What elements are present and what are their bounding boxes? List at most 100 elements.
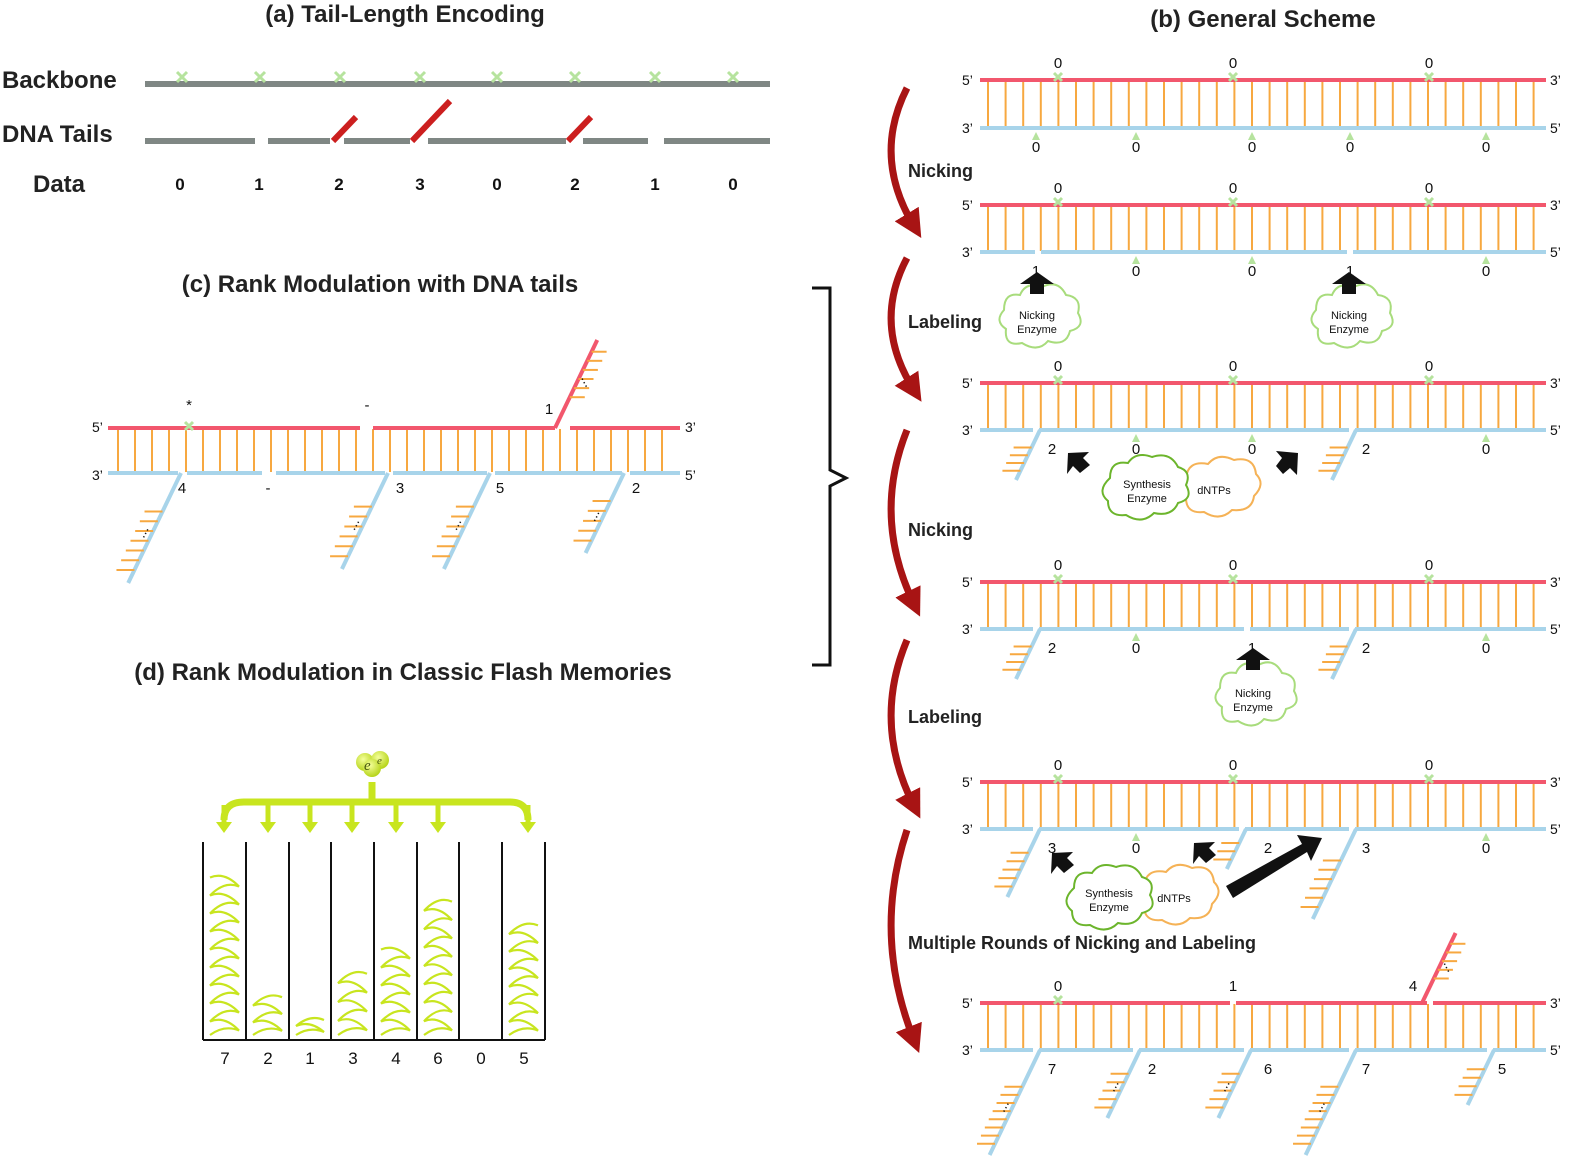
nick-value: 0	[1425, 358, 1433, 375]
nick-site-mark-stroke	[1423, 374, 1435, 386]
nick-value: 7	[1048, 1061, 1056, 1078]
dna-tail	[1318, 429, 1358, 481]
step-arrow-icon	[887, 828, 922, 1054]
data-value: 0	[492, 175, 501, 194]
nick-value: 2	[1048, 441, 1056, 458]
three-prime-label: 3’	[962, 621, 973, 637]
nick-value: 2	[1148, 1061, 1156, 1078]
nick-value: 0	[1425, 180, 1433, 197]
dna-tail-strand	[442, 472, 492, 570]
data-value: 3	[415, 175, 424, 194]
charge-coil	[295, 1016, 325, 1036]
enzyme-arrows	[1020, 272, 1366, 898]
dna-tail-strand	[1420, 932, 1458, 1004]
panel-c-duplex: ...............	[108, 339, 680, 584]
cloud-label: Synthesis	[1123, 479, 1171, 491]
nick-site-mark	[333, 70, 347, 84]
dna-tail: ...	[432, 472, 492, 570]
nick-value: 0	[1425, 557, 1433, 574]
nick-site-mark	[1132, 256, 1140, 264]
nick-value: 2	[1264, 840, 1272, 857]
cloud-label: Nicking	[1235, 688, 1271, 700]
nick-value: 0	[1054, 358, 1062, 375]
charge-coil	[423, 898, 453, 1036]
dna-tail-strand	[1216, 1049, 1253, 1119]
step-label-labeling: Labeling	[908, 312, 982, 332]
nick-site-mark	[1482, 833, 1490, 841]
cell-value: 1	[305, 1049, 314, 1068]
row-label-data: Data	[33, 171, 86, 198]
dna-tail: ...	[330, 472, 390, 570]
cell-value: 3	[348, 1049, 357, 1068]
three-prime-label: 3’	[1550, 774, 1561, 790]
nick-value: 0	[1054, 757, 1062, 774]
nick-site-mark	[1227, 196, 1239, 208]
three-prime-label: 3’	[1550, 574, 1561, 590]
nick-value: 0	[1482, 840, 1490, 857]
bracket	[812, 286, 850, 667]
nick-rank-label: 4	[178, 480, 186, 497]
dna-tail-strand	[1005, 828, 1042, 898]
data-value: 1	[254, 175, 263, 194]
dna-tail: ...	[1205, 1049, 1253, 1119]
nick-site-mark	[253, 70, 267, 84]
dna-tail	[1300, 828, 1358, 920]
nick-value: 0	[1482, 139, 1490, 156]
nick-value: 2	[1048, 640, 1056, 657]
diagonal-arrow-icon	[1067, 452, 1090, 474]
nick-site-mark	[1132, 434, 1140, 442]
dna-tail: ...	[1094, 1049, 1142, 1119]
nick-value: 1	[1229, 978, 1237, 995]
cloud-label: dNTPs	[1197, 485, 1231, 497]
nick-value: 0	[1054, 180, 1062, 197]
nick-value: 0	[1229, 180, 1237, 197]
row-label-dna-tails: DNA Tails	[2, 121, 113, 148]
dna-tail-strand	[1303, 1049, 1358, 1156]
nick-site-mark-stroke	[726, 70, 740, 84]
dna-tail	[1318, 628, 1358, 680]
nick-value: 3	[1362, 840, 1370, 857]
three-prime-label: 3’	[962, 120, 973, 136]
step-label-multiple-rounds: Multiple Rounds of Nicking and Labeling	[908, 933, 1256, 953]
nick-site-mark	[1132, 132, 1140, 140]
nick-site-mark	[1482, 434, 1490, 442]
dna-tail-strand	[340, 472, 390, 570]
up-arrow-icon	[1020, 272, 1054, 294]
five-prime-label: 5’	[1550, 120, 1561, 136]
five-prime-label: 5’	[962, 995, 973, 1011]
nick-site-mark-stroke	[490, 70, 504, 84]
nick-site-mark	[413, 70, 427, 84]
dna-tail: ...	[977, 1049, 1042, 1156]
arrow-head-icon	[302, 822, 318, 833]
data-value: 2	[570, 175, 579, 194]
tail	[565, 114, 594, 144]
nick-site-mark	[1423, 71, 1435, 83]
step-label-labeling: Labeling	[908, 707, 982, 727]
nick-value: 0	[1054, 557, 1062, 574]
five-prime-label: 5’	[1550, 621, 1561, 637]
nick-value: 2	[1362, 441, 1370, 458]
nick-site-mark	[1052, 196, 1064, 208]
panel-a: (a) Tail-Length Encoding Backbone DNA Ta…	[2, 1, 770, 198]
dntps-cloud: dNTPs	[1180, 455, 1262, 518]
electron-icon: e e	[356, 751, 389, 777]
data-value: 0	[728, 175, 737, 194]
charge-coil	[380, 946, 411, 1036]
arrow-head-icon	[388, 822, 404, 833]
cloud-label: Enzyme	[1127, 493, 1167, 505]
nicking-enzyme-cloud: Nicking Enzyme	[1214, 661, 1298, 727]
nick-value: 0	[1032, 139, 1040, 156]
diagonal-arrow-icon	[1051, 852, 1074, 874]
five-prime-label: 5’	[962, 72, 973, 88]
nick-site-mark	[490, 70, 504, 84]
nick-rank-label: 2	[632, 480, 640, 497]
dna-tail-strand	[1224, 828, 1248, 870]
cloud-label: Nicking	[1019, 310, 1055, 322]
dna-tail-strand	[1310, 828, 1358, 920]
nick-site-mark	[1423, 374, 1435, 386]
nick-value: 0	[1248, 263, 1256, 280]
nick-site-mark	[568, 70, 582, 84]
nick-site-mark-stroke	[253, 70, 267, 84]
